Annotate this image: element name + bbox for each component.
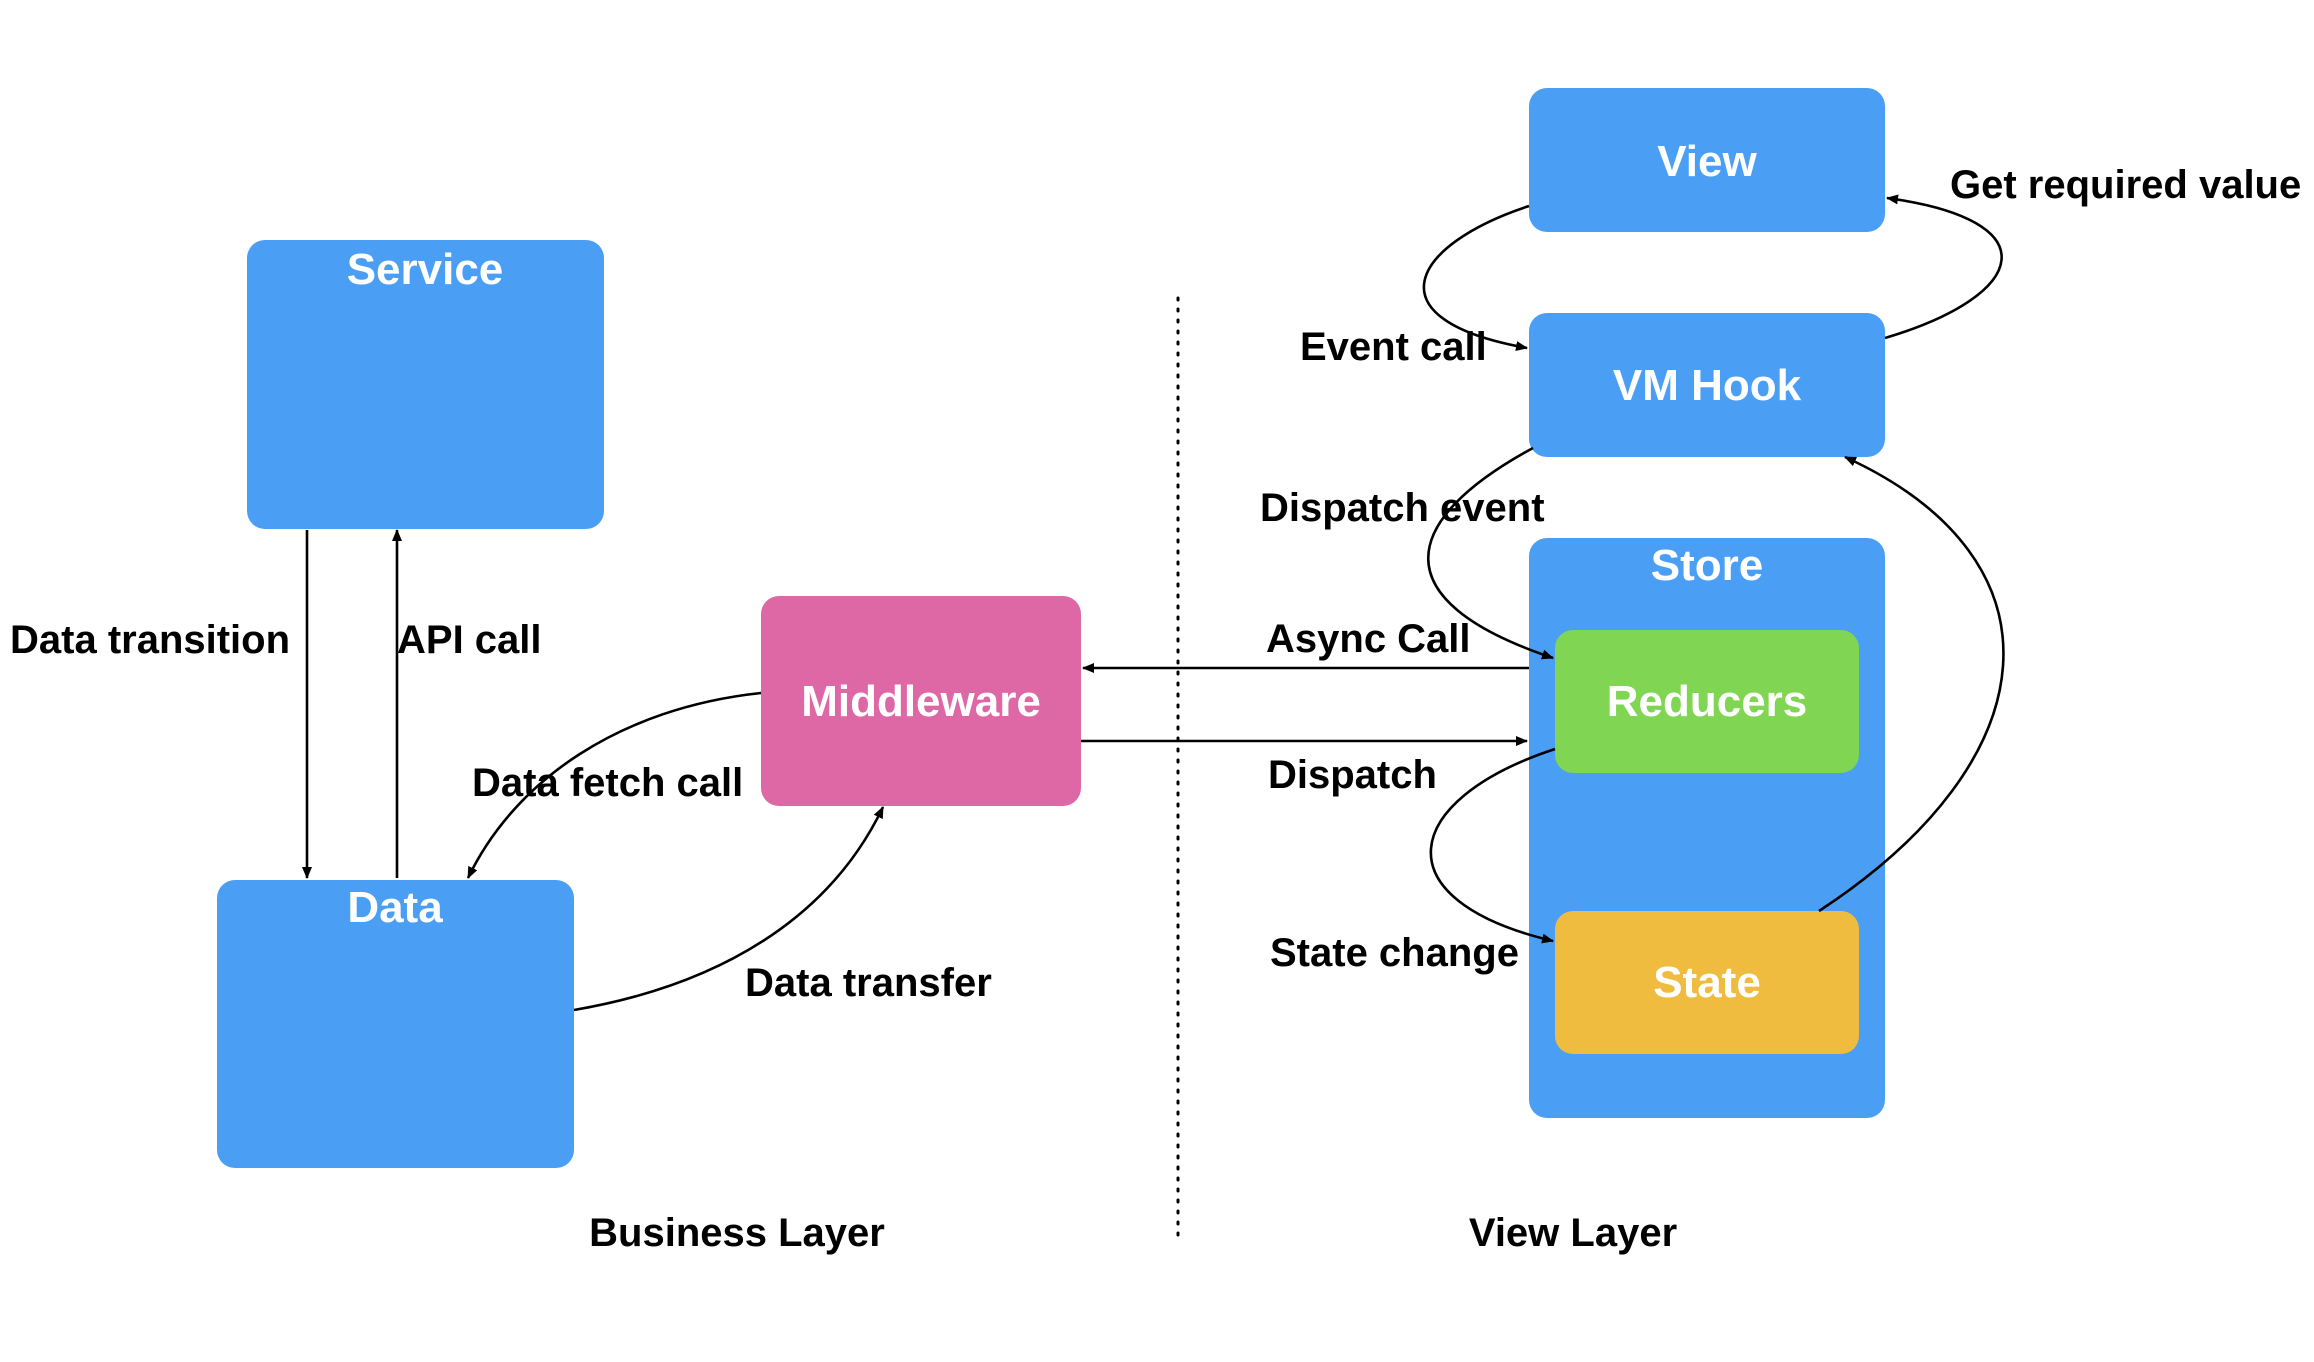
view-box (1529, 88, 1885, 232)
data-transfer-arrow (573, 806, 885, 1012)
middleware-box (761, 596, 1081, 806)
dispatch-event-label: Dispatch event (1260, 486, 1545, 530)
get-required-value-label: Get required value (1950, 163, 2301, 207)
service-label: Service (347, 245, 504, 294)
vm-hook-label: VM Hook (1613, 361, 1802, 410)
state-change-arrow (1429, 747, 1556, 944)
data-transfer-label: Data transfer (745, 961, 992, 1005)
event-call-arrow (1422, 204, 1530, 351)
data-fetch-call-arrow (466, 691, 762, 879)
api-call-label: API call (397, 618, 542, 662)
state-box (1555, 911, 1859, 1054)
middleware-label: Middleware (801, 677, 1041, 726)
reducers-box (1555, 630, 1859, 773)
business-layer-label: Business Layer (589, 1211, 885, 1255)
state-change-label: State change (1270, 931, 1519, 975)
state-to-vm-hook-arrow (1818, 455, 2005, 913)
dispatch-label: Dispatch (1268, 753, 1437, 797)
service-box (247, 240, 604, 529)
data-transition-label: Data transition (10, 618, 290, 662)
state-label: State (1653, 958, 1761, 1007)
get-required-value-arrow (1884, 194, 2003, 340)
data-label: Data (347, 883, 443, 932)
view-layer-label: View Layer (1469, 1211, 1677, 1255)
vm-hook-box (1529, 313, 1885, 457)
dispatch-event-arrow (1427, 446, 1554, 660)
data-box (217, 880, 574, 1168)
view-label: View (1657, 137, 1757, 186)
reducers-label: Reducers (1607, 677, 1808, 726)
event-call-label: Event call (1300, 325, 1487, 369)
store-label: Store (1651, 541, 1763, 590)
data-fetch-call-label: Data fetch call (472, 761, 743, 805)
async-call-label: Async Call (1266, 617, 1471, 661)
